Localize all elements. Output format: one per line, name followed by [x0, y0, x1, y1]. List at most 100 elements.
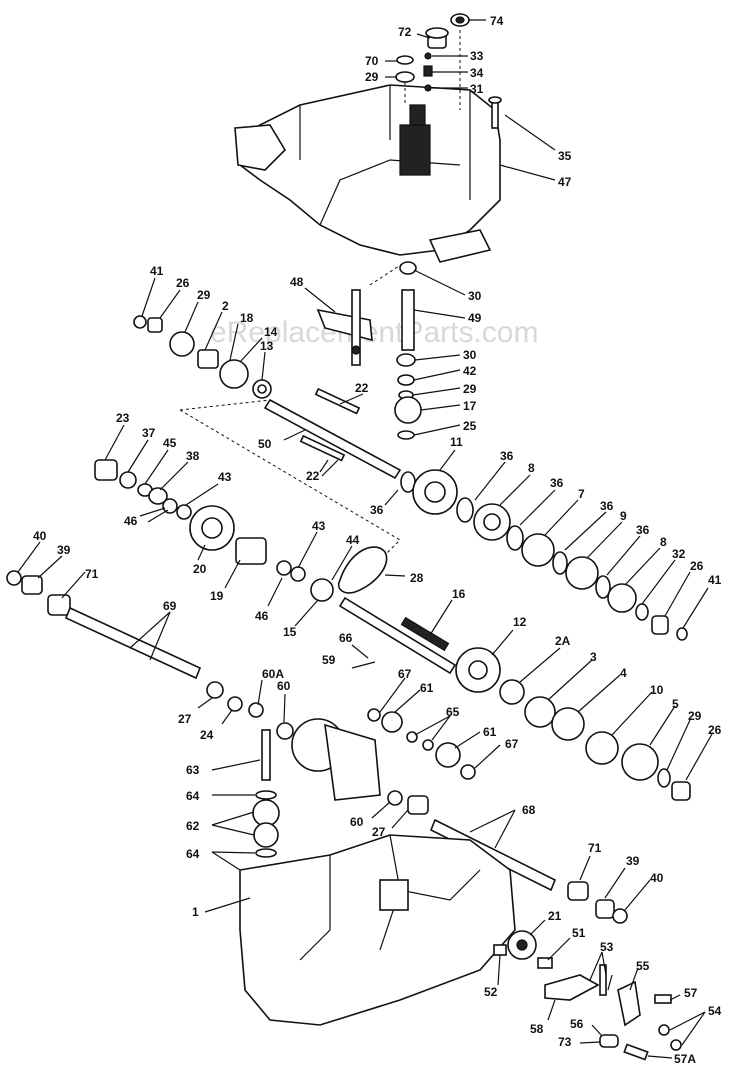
- part-label: 39: [626, 854, 640, 868]
- part-label: 36: [600, 499, 614, 513]
- part-label: 54: [708, 1004, 722, 1018]
- part-label: 29: [197, 288, 211, 302]
- part-label: 11: [450, 435, 463, 449]
- part-label: 4: [620, 666, 627, 680]
- part-label: 37: [142, 426, 156, 440]
- part-label: 14: [264, 325, 278, 339]
- part-label: 16: [452, 587, 466, 601]
- part-label: 36: [636, 523, 650, 537]
- part-label: 26: [708, 723, 722, 737]
- part-label: 3: [590, 650, 597, 664]
- part-label: 30: [463, 348, 477, 362]
- part-label: 5: [672, 697, 679, 711]
- part-label: 27: [178, 712, 192, 726]
- part-label: 52: [484, 985, 498, 999]
- differential-assembly: [206, 661, 476, 801]
- part-label: 23: [116, 411, 130, 425]
- part-label: 27: [372, 825, 386, 839]
- shaft-68: [387, 790, 628, 924]
- part-label: 53: [600, 940, 614, 954]
- part-label: 15: [283, 625, 297, 639]
- part-label: 50: [258, 437, 272, 451]
- part-label: 8: [660, 535, 667, 549]
- part-label: 41: [150, 264, 164, 278]
- shaft-16: [338, 596, 457, 675]
- middle-left-stack: [94, 459, 334, 602]
- part-label: 64: [186, 789, 200, 803]
- part-label: 36: [550, 476, 564, 490]
- part-label: 45: [163, 436, 177, 450]
- part-label: 12: [513, 615, 527, 629]
- part-label: 35: [558, 149, 572, 163]
- part-label: 56: [570, 1017, 584, 1031]
- part-label: 60A: [262, 667, 284, 681]
- part-label: 47: [558, 175, 572, 189]
- part-label: 44: [346, 533, 360, 547]
- part-label: 58: [530, 1022, 544, 1036]
- part-label: 69: [163, 599, 177, 613]
- part-label: 55: [636, 959, 650, 973]
- part-label: 42: [463, 364, 477, 378]
- part-label: 48: [290, 275, 304, 289]
- part-label: 65: [446, 705, 460, 719]
- part-label: 10: [650, 683, 664, 697]
- part-label: 68: [522, 803, 536, 817]
- part-label: 66: [339, 631, 353, 645]
- right-gear-stack: [412, 469, 688, 641]
- part-label: 43: [312, 519, 326, 533]
- part-label: 64: [186, 847, 200, 861]
- part-label: 36: [370, 503, 384, 517]
- part-label: 22: [355, 381, 369, 395]
- part-labels: 74 72 33 70 34 29 31 35 47 48 30 49 41 2…: [33, 14, 722, 1066]
- part-label: 40: [650, 871, 664, 885]
- part-label: 28: [410, 571, 424, 585]
- part-label: 24: [200, 728, 214, 742]
- part-label: 67: [398, 667, 412, 681]
- part-label: 2A: [555, 634, 571, 648]
- part-label: 34: [470, 66, 484, 80]
- part-label: 71: [588, 841, 602, 855]
- part-label: 74: [490, 14, 504, 28]
- part-label: 13: [260, 339, 274, 353]
- part-label: 29: [365, 70, 379, 84]
- part-label: 51: [572, 926, 586, 940]
- part-label: 29: [463, 382, 477, 396]
- watermark: eReplacementParts.com: [210, 316, 538, 349]
- part-label: 61: [483, 725, 497, 739]
- lower-housing: [239, 834, 516, 1026]
- part-label: 7: [578, 487, 585, 501]
- part-label: 40: [33, 529, 47, 543]
- part-label: 39: [57, 543, 71, 557]
- part-label: 2: [222, 299, 229, 313]
- part-label: 33: [470, 49, 484, 63]
- part-label: 41: [708, 573, 722, 587]
- shift-assembly: [316, 261, 422, 440]
- part-label: 38: [186, 449, 200, 463]
- part-label: 49: [468, 311, 482, 325]
- part-label: 9: [620, 509, 627, 523]
- part-label: 21: [548, 909, 562, 923]
- part-label: 63: [186, 763, 200, 777]
- part-label: 26: [176, 276, 190, 290]
- part-label: 70: [365, 54, 379, 68]
- part-label: 1: [192, 905, 199, 919]
- part-label: 60: [350, 815, 364, 829]
- part-label: 60: [277, 679, 291, 693]
- part-label: 61: [420, 681, 434, 695]
- part-label: 32: [672, 547, 686, 561]
- part-label: 18: [240, 311, 254, 325]
- shaft-69: [6, 570, 202, 680]
- leader-lines: [17, 19, 713, 1059]
- part-label: 30: [468, 289, 482, 303]
- part-label: 72: [398, 25, 412, 39]
- part-label: 46: [255, 609, 269, 623]
- part-label: 46: [124, 514, 138, 528]
- upper-housing: [234, 84, 501, 263]
- part-label: 36: [500, 449, 514, 463]
- upper-left-stack: [133, 315, 272, 399]
- drive-chain: [337, 546, 388, 594]
- part-label: 29: [688, 709, 702, 723]
- part-label: 57A: [674, 1052, 696, 1066]
- part-label: 8: [528, 461, 535, 475]
